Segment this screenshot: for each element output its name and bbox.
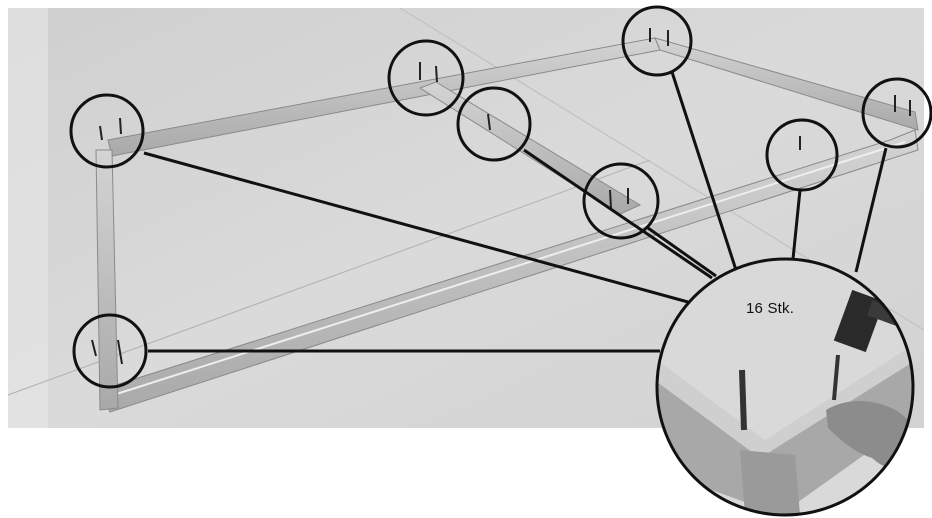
callout-circle (765, 118, 839, 192)
callout-circle (69, 93, 145, 169)
callout-circle (861, 77, 932, 149)
callout-circle (387, 39, 465, 117)
frame-beam-right (654, 37, 919, 131)
callout-circle (72, 313, 148, 389)
callout-circle (456, 86, 532, 162)
callout-circle (582, 162, 660, 240)
callout-circle (621, 5, 693, 77)
frame-beam-left (95, 149, 119, 411)
callout-leaders (143, 71, 888, 353)
quantity-label: 16 Stk. (746, 300, 795, 317)
nails (91, 28, 911, 365)
frame-beam-middle (418, 81, 642, 215)
